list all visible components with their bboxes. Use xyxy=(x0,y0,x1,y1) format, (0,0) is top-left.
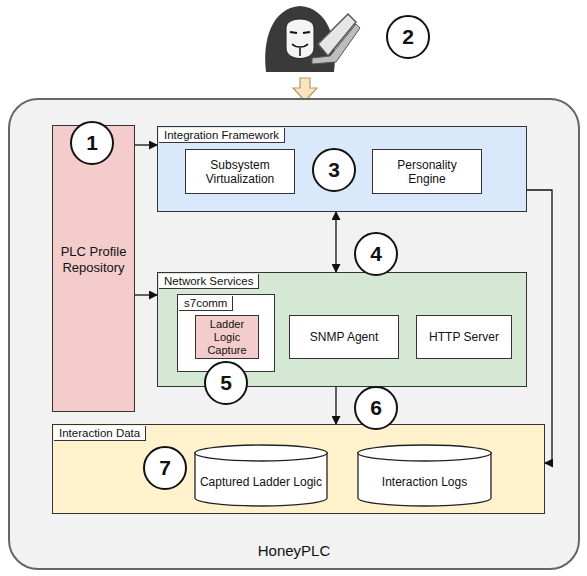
box-label: Interaction Logs xyxy=(357,444,492,507)
capture-box: Ladder Logic Capture xyxy=(195,315,259,359)
mask-moustache xyxy=(292,44,308,56)
process-box: HTTP Server xyxy=(416,315,512,359)
callout-number: 1 xyxy=(70,121,114,165)
process-box: Subsystem Virtualization xyxy=(185,149,295,194)
data-group: Interaction DataCaptured Ladder Logic Int… xyxy=(52,424,545,514)
group-title: s7comm xyxy=(179,296,233,311)
callout-number: 3 xyxy=(312,148,356,192)
box-label: PLC Profile Repository xyxy=(59,244,129,276)
callout-number: 6 xyxy=(354,386,398,430)
box-label: Ladder Logic Capture xyxy=(196,316,258,358)
callout-number: 7 xyxy=(143,446,187,490)
system-name: HoneyPLC xyxy=(10,542,578,559)
attacker-illustration xyxy=(0,0,587,110)
connector-arrow xyxy=(335,387,336,424)
process-box: SNMP Agent xyxy=(289,315,399,359)
group-title: Network Services xyxy=(159,274,259,289)
callout-number: 2 xyxy=(386,15,430,59)
group-title: Integration Framework xyxy=(159,128,285,143)
honeyplc-container: HoneyPLC PLC Profile Repository Integratio… xyxy=(8,98,580,570)
mask xyxy=(286,19,314,59)
box-label: HTTP Server xyxy=(417,316,511,358)
database-cylinder: Interaction Logs xyxy=(357,444,492,507)
profile-repository: PLC Profile Repository xyxy=(52,125,135,412)
callout-number: 5 xyxy=(204,361,248,405)
cylinder-top xyxy=(195,445,327,461)
connector-arrow xyxy=(335,212,336,272)
connector-arrow xyxy=(527,190,552,463)
box-label: Subsystem Virtualization xyxy=(186,150,294,193)
laptop-base xyxy=(312,24,360,64)
connector-arrow xyxy=(135,144,157,145)
database-cylinder: Captured Ladder Logic xyxy=(194,444,328,507)
callout-number: 4 xyxy=(354,232,398,276)
group-title: Interaction Data xyxy=(54,426,146,441)
box-label: SNMP Agent xyxy=(290,316,398,358)
cylinder-top xyxy=(358,445,491,461)
box-label: Personality Engine xyxy=(373,150,481,193)
mask-eyes xyxy=(290,32,310,33)
box-label: Captured Ladder Logic xyxy=(194,444,328,507)
connector-arrow xyxy=(135,294,157,295)
process-box: Personality Engine xyxy=(372,149,482,194)
